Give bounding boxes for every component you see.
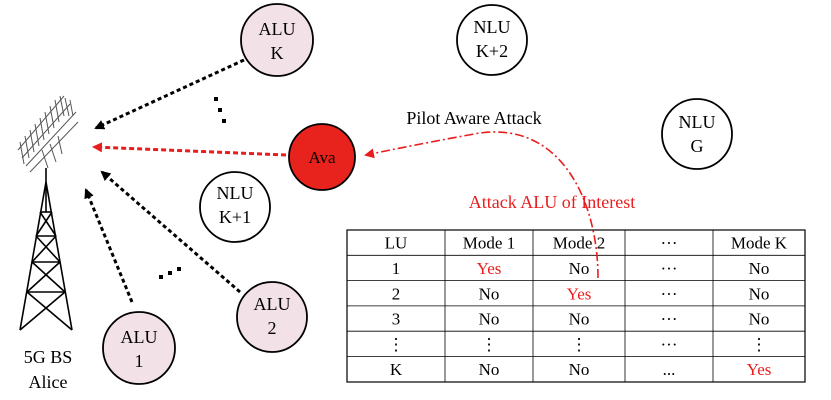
node-alu-2-line2: 2 <box>268 318 277 338</box>
bs-label-line1: 5G BS <box>24 347 73 367</box>
table-cell: No <box>749 310 770 329</box>
node-alu-k: ALU K <box>240 3 314 77</box>
table-cell: ⋮ <box>571 335 588 354</box>
node-alu-k-line2: K <box>271 43 284 63</box>
vertical-ellipsis-icon <box>214 97 226 123</box>
horizontal-ellipsis-icon <box>159 267 181 279</box>
node-nlu-k1-line1: NLU <box>217 183 254 203</box>
table-cell: ⋮ <box>388 335 405 354</box>
pilot-attack-label: Pilot Aware Attack <box>406 108 541 128</box>
attack-alu-label: Attack ALU of Interest <box>469 192 635 212</box>
node-nlu-g: NLU G <box>661 98 733 170</box>
table-cell: No <box>569 360 590 379</box>
table-cell: ⋮ <box>481 335 498 354</box>
table-cell: No <box>479 284 500 303</box>
table-cell: No <box>479 360 500 379</box>
table-cell: ··· <box>661 310 678 329</box>
node-alu-k-line1: ALU <box>259 19 296 39</box>
node-nlu-k1: NLU K+1 <box>199 171 271 243</box>
node-nlu-k2-line1: NLU <box>474 17 511 37</box>
arrow-alu-k <box>94 58 245 130</box>
arrow-alu-2 <box>100 170 241 294</box>
node-ava-label: Ava <box>308 148 336 167</box>
node-nlu-k2: NLU K+2 <box>456 4 528 76</box>
node-alu-1-line1: ALU <box>121 327 158 347</box>
table-cell: ··· <box>661 259 678 278</box>
uplink-arrows <box>84 58 245 303</box>
node-alu-1: ALU 1 <box>102 311 176 385</box>
table-cell: ... <box>663 360 676 379</box>
table-cell: ··· <box>661 284 678 303</box>
table-cell: 2 <box>392 284 401 303</box>
antenna-array-icon <box>17 95 79 173</box>
node-nlu-g-line2: G <box>691 136 704 156</box>
node-nlu-g-line1: NLU <box>679 112 716 132</box>
node-alu-2-line1: ALU <box>254 294 291 314</box>
bs-label-line2: Alice <box>29 372 68 392</box>
table-cell: ⋮ <box>751 335 768 354</box>
table-cell: No <box>569 259 590 278</box>
table-cell: 3 <box>392 310 401 329</box>
table-cell: 1 <box>392 259 401 278</box>
table-cell: No <box>749 259 770 278</box>
table-cell: Yes <box>747 360 772 379</box>
node-alu-1-line2: 1 <box>135 351 144 371</box>
table-cell: No <box>749 284 770 303</box>
table-cell: K <box>390 360 403 379</box>
table-cell: Yes <box>477 259 502 278</box>
table-cell: ··· <box>661 335 678 354</box>
table-cell: Yes <box>567 284 592 303</box>
table-header-cell: Mode 1 <box>463 234 515 253</box>
attack-curve <box>364 131 599 279</box>
node-nlu-k2-line2: K+2 <box>476 41 508 61</box>
node-ava: Ava <box>288 123 356 191</box>
arrow-alu-1 <box>84 188 134 303</box>
node-alu-2: ALU 2 <box>236 281 308 353</box>
table-cell: No <box>569 310 590 329</box>
node-nlu-k1-line2: K+1 <box>219 207 251 227</box>
arrow-ava <box>92 142 287 157</box>
table-header-cell: ··· <box>661 234 678 253</box>
table-grid <box>347 230 805 382</box>
base-station-tower-icon <box>17 95 79 331</box>
table-header-cell: LU <box>385 234 408 253</box>
table-header-cell: Mode 2 <box>553 234 605 253</box>
table-cell: No <box>479 310 500 329</box>
table-header-cell: Mode K <box>731 234 788 253</box>
